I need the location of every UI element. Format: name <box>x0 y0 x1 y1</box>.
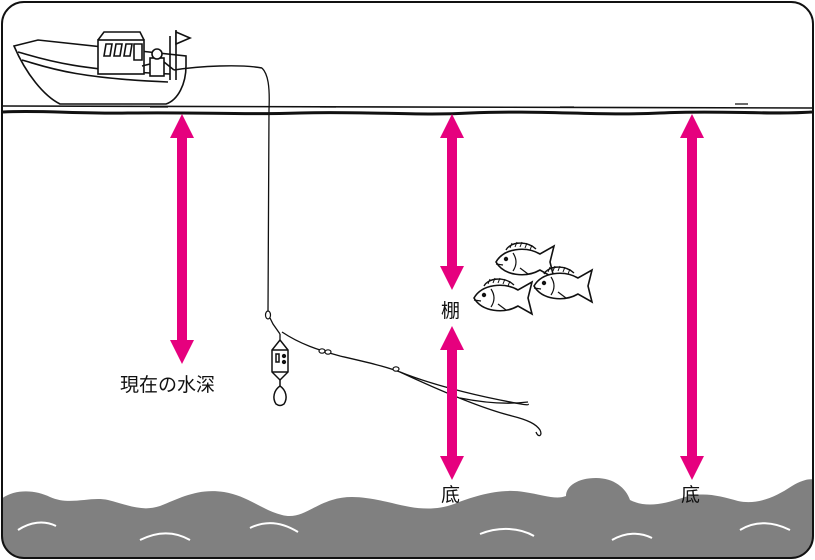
seabed <box>2 478 813 558</box>
fish-school <box>473 241 593 315</box>
sinker-icon <box>271 338 289 407</box>
arrow-surface-to-bottom <box>680 114 704 480</box>
label-current-depth: 現在の水深 <box>120 374 215 396</box>
fishing-boat-icon <box>12 30 263 105</box>
label-bottom: 底 <box>441 484 460 506</box>
arrow-tana-to-bottom <box>440 326 464 480</box>
water-surface <box>2 103 813 116</box>
fish-icon <box>473 277 533 315</box>
arrow-current-depth <box>170 114 194 364</box>
swivels <box>264 310 400 372</box>
arrow-surface-to-tana <box>440 114 464 290</box>
label-bottom-right: 底 <box>681 484 700 506</box>
fishing-line <box>261 67 542 437</box>
label-tana: 棚 <box>441 300 460 322</box>
